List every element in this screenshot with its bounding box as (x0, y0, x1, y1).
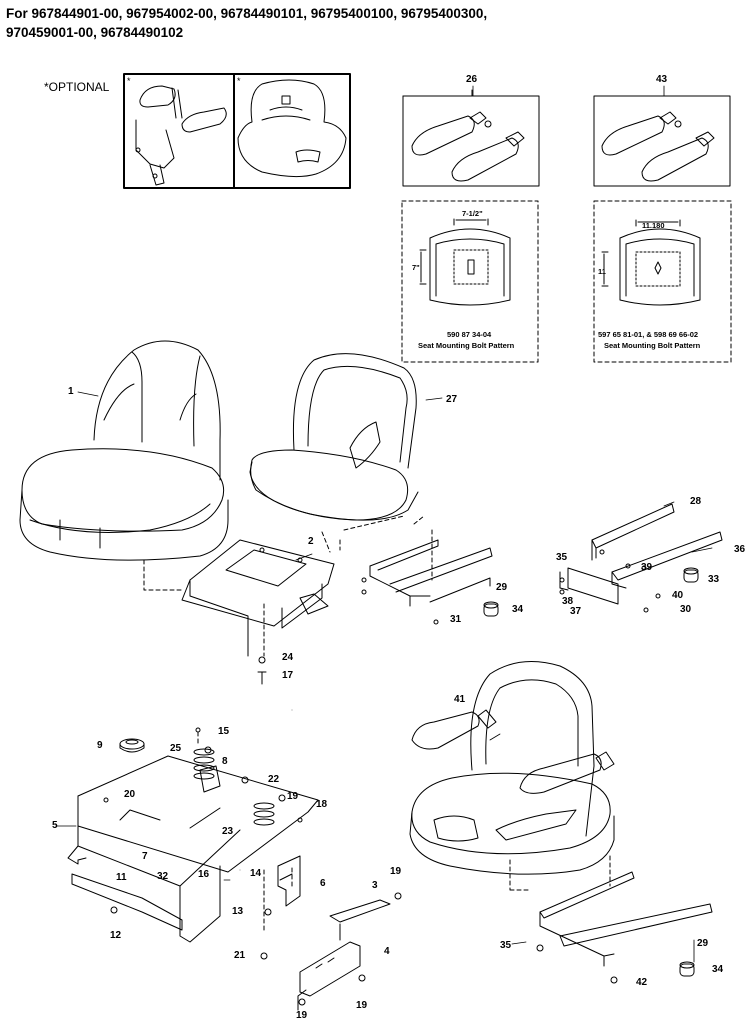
callout-19: 19 (390, 866, 402, 877)
bolt-pattern-2-width: 11.180 (642, 221, 665, 230)
rail-37 (559, 567, 619, 605)
document-header: For 967844901-00, 967954002-00, 96784490… (6, 4, 487, 42)
bolt-pattern-1-height: 7" (412, 263, 420, 272)
callout-34: 34 (712, 964, 724, 975)
callout-33: 33 (708, 574, 720, 585)
spring-8 (193, 748, 275, 826)
adjuster-knob-9 (119, 738, 145, 753)
callout-40: 40 (672, 590, 684, 601)
bolt-pattern-2-caption: Seat Mounting Bolt Pattern (604, 341, 701, 350)
callout-17: 17 (282, 670, 294, 681)
hardware-34-lower (679, 961, 695, 977)
callout-16: 16 (198, 869, 210, 880)
callout-3: 3 (372, 880, 378, 891)
callout-15: 15 (218, 726, 230, 737)
callout-26: 26 (466, 74, 478, 85)
callout-37: 37 (570, 606, 582, 617)
callout-19: 19 (356, 1000, 368, 1011)
bolt-pattern-2-part-no: 597 65 81-01, & 598 69 66-02 (598, 330, 698, 339)
callout-1: 1 (68, 386, 74, 397)
callout-31: 31 (450, 614, 462, 625)
bolt-pattern-1-width: 7-1/2" (462, 209, 483, 218)
callout-23: 23 (222, 826, 234, 837)
seat-27 (249, 353, 419, 521)
bracket-6 (277, 855, 301, 907)
callout-29: 29 (496, 582, 508, 593)
callout-19: 19 (296, 1010, 308, 1021)
rail-36 (611, 531, 723, 589)
bolt-pattern-1-part-no: 590 87 34-04 (447, 330, 492, 339)
callout-2: 2 (308, 536, 314, 547)
callout-25: 25 (170, 743, 182, 754)
callout-29: 29 (697, 938, 709, 949)
callout-32: 32 (157, 871, 169, 882)
bolt-pattern-1-caption: Seat Mounting Bolt Pattern (418, 341, 515, 350)
bracket-4 (297, 941, 361, 1011)
callout-9: 9 (97, 740, 103, 751)
seat-41 (409, 661, 615, 875)
bracket-2 (181, 539, 335, 657)
hardware-33 (683, 567, 699, 583)
callout-12: 12 (110, 930, 122, 941)
callout-4: 4 (384, 946, 390, 957)
callout-8: 8 (222, 756, 228, 767)
rail-29-upper (369, 539, 493, 607)
callout-27: 27 (446, 394, 458, 405)
callout-19: 19 (287, 791, 299, 802)
optional-seat-cushion-box: * (233, 73, 351, 189)
callout-34: 34 (512, 604, 524, 615)
hardware-34-upper (483, 601, 499, 617)
optional-armrest-box: * (123, 73, 235, 189)
seat-1 (19, 340, 229, 561)
fasteners (110, 549, 661, 1006)
leader-lines (55, 85, 713, 963)
callout-11: 11 (116, 872, 127, 883)
callout-21: 21 (234, 950, 246, 961)
callout-35: 35 (556, 552, 568, 563)
bolt-pattern-box-1 (401, 200, 539, 363)
callout-30: 30 (680, 604, 692, 615)
callout-43: 43 (656, 74, 668, 85)
callout-6: 6 (320, 878, 326, 889)
callout-38: 38 (562, 596, 574, 607)
callout-28: 28 (690, 496, 702, 507)
callout-13: 13 (232, 906, 244, 917)
callout-39: 39 (641, 562, 653, 573)
connection-lines (143, 515, 611, 931)
bracket-3 (329, 899, 391, 941)
callout-5: 5 (52, 820, 58, 831)
callout-7: 7 (142, 851, 148, 862)
model-list-line-1: For 967844901-00, 967954002-00, 96784490… (6, 6, 488, 21)
callout-42: 42 (636, 977, 648, 988)
bolt-pattern-box-2 (593, 200, 732, 363)
armrest-kit-43 (593, 95, 731, 187)
callout-35: 35 (500, 940, 512, 951)
optional-label: *OPTIONAL (44, 80, 110, 94)
callout-20: 20 (124, 789, 136, 800)
rail-28 (591, 503, 675, 561)
armrest-kit-26 (402, 89, 540, 187)
callout-41: 41 (454, 694, 466, 705)
callout-36: 36 (734, 544, 746, 555)
optional-mark-2: * (237, 76, 241, 86)
optional-mark-1: * (127, 76, 131, 86)
bolt-pattern-2-height: 11 (598, 267, 606, 276)
model-list-line-2: 970459001-00, 96784490102 (6, 25, 184, 40)
callout-18: 18 (316, 799, 328, 810)
callout-22: 22 (268, 774, 280, 785)
bolt-pattern-captions: 7-1/2" 7" 590 87 34-04 Seat Mounting Bol… (412, 209, 701, 350)
seat-pan-5 (67, 755, 319, 943)
callout-14: 14 (250, 868, 262, 879)
rail-29-lower (539, 871, 713, 967)
callout-24: 24 (282, 652, 294, 663)
